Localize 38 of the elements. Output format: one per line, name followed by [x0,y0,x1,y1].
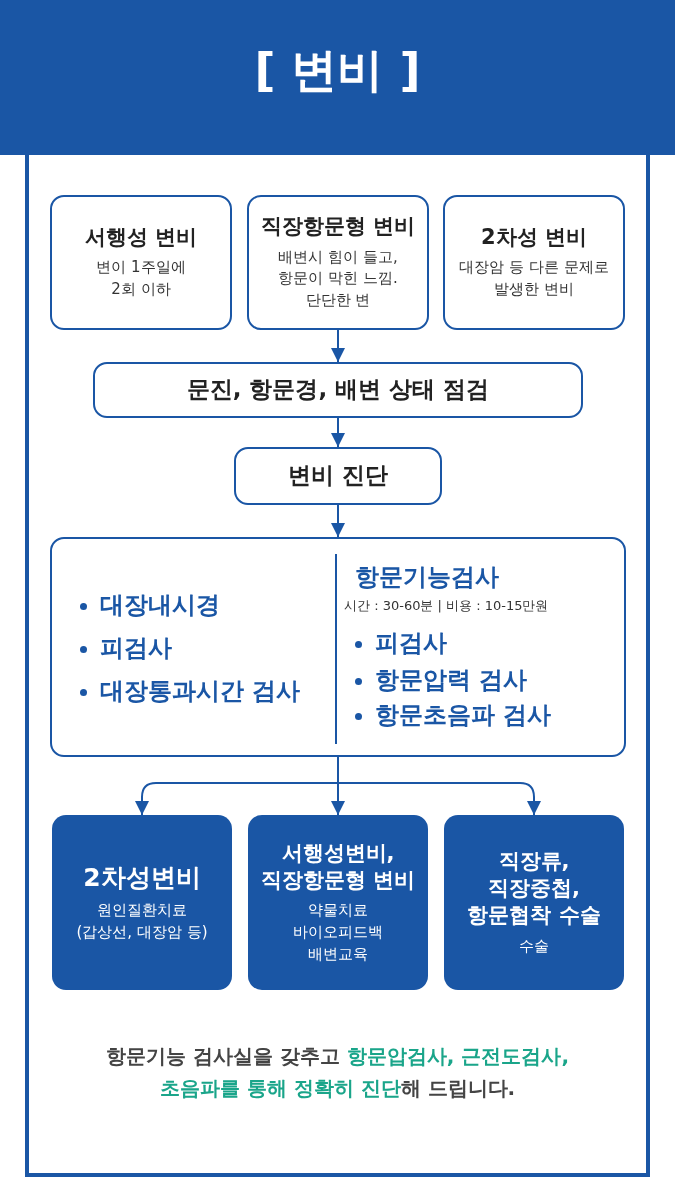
title: [ 변비 ] [253,42,422,99]
box-heading: 2차성 변비 [481,224,587,252]
process-box [443,195,625,330]
footer-note: 항문기능 검사실을 갖추고 항문압검사, 근전도검사, 초음파를 통해 정확히 진단해 드립니다. [104,1043,571,1102]
process-box [247,195,429,330]
box-heading: 직장류, 직장중첩, 항문협착 수술 [466,847,602,930]
box-heading: 직장항문형 변비 [260,213,416,241]
section-heading: 항문기능검사 [355,562,499,593]
list-item: 항문초음파 검사 [375,700,552,731]
box-text: 약물치료 [308,900,368,922]
test-info: 시간 : 30-60분 | 비용 : 10-15만원 [344,597,549,615]
box-text: 배변시 힘이 들고, 항문이 막힌 느낌. 단단한 변 [277,246,399,311]
list-item: 대장내시경 [100,590,220,621]
box-heading: 문진, 항문경, 배변 상태 점검 [186,375,490,405]
process-box [234,447,442,505]
box-heading: 변비 진단 [288,461,388,491]
box-text: 원인질환치료 (갑상선, 대장암 등) [75,900,209,943]
arrow [331,329,345,363]
box-text: 바이오피드백 [293,921,383,943]
arrow [331,417,345,448]
process-box [50,195,232,330]
treatment-box [52,815,232,990]
box-text: 대장암 등 다른 문제로 발생한 변비 [459,257,609,301]
box-heading: 서행성 변비 [84,224,198,252]
arrow [331,504,345,538]
process-box [50,537,626,757]
list-item: 항문압력 검사 [375,665,528,696]
box-text: 수술 [519,935,549,957]
box-text: 배변교육 [308,943,368,965]
box-heading: 2차성변비 [83,861,201,894]
list-item: 피검사 [100,633,172,664]
process-box [93,362,583,418]
box-heading: 서행성변비, 직장항문형 변비 [259,839,417,894]
box-text: 변이 1주일에 2회 이하 [95,257,187,301]
treatment-box [248,815,428,990]
list-item: 대장통과시간 검사 [100,676,301,707]
list-item: 피검사 [375,628,447,659]
treatment-box [444,815,624,990]
